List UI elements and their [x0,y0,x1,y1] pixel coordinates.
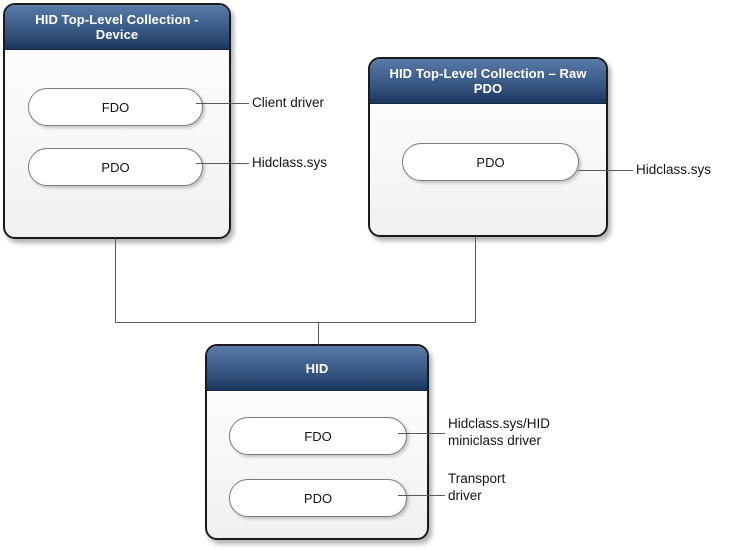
object-pill-tlc-raw-pdo-pdo[interactable]: PDO [402,143,579,181]
leader-line-transport-driver [398,495,445,496]
node-hid-top-level-collection-device[interactable]: HID Top-Level Collection - Device FDO PD… [3,3,231,239]
object-pill-hid-pdo[interactable]: PDO [229,479,407,517]
leader-line-hidclass-raw [578,170,633,171]
object-pill-hid-fdo[interactable]: FDO [229,417,407,455]
callout-client-driver: Client driver [252,95,325,110]
leader-line-hidclass-device [196,163,249,164]
connector-bus [115,322,476,323]
leader-line-hidclass-miniclass [398,433,445,434]
node-body-hid-top-level-collection-raw-pdo: PDO [370,104,606,235]
node-header-hid-top-level-collection-device: HID Top-Level Collection - Device [5,5,229,50]
callout-hidclass-raw: Hidclass.sys [636,162,712,177]
node-body-hid: FDO PDO [207,391,427,538]
connector-hid-riser [318,322,319,345]
node-body-hid-top-level-collection-device: FDO PDO [5,50,229,237]
object-pill-tlc-device-fdo[interactable]: FDO [28,88,203,126]
connector-raw-pdo-drop [475,237,476,323]
callout-hidclass-miniclass: Hidclass.sys/HID miniclass driver [448,416,551,448]
node-header-hid-top-level-collection-raw-pdo: HID Top-Level Collection – Raw PDO [370,59,606,104]
node-hid-top-level-collection-raw-pdo[interactable]: HID Top-Level Collection – Raw PDO PDO [368,57,608,237]
node-header-hid: HID [207,346,427,391]
callout-transport-driver: Transport driver [448,471,506,503]
node-hid[interactable]: HID FDO PDO [205,344,429,540]
connector-device-drop [115,239,116,323]
leader-line-client-driver [196,103,249,104]
object-pill-tlc-device-pdo[interactable]: PDO [28,148,203,186]
callout-hidclass-device: Hidclass.sys [252,155,328,170]
